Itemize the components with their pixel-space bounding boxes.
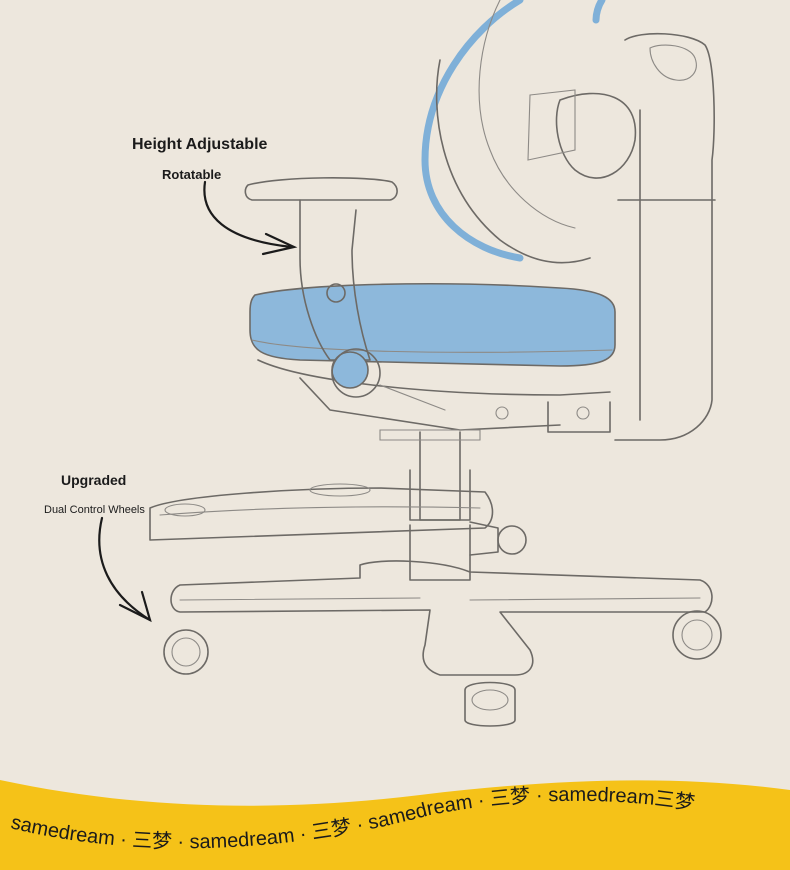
armrest-title: Height Adjustable [132,136,268,153]
seat-cushion [249,283,616,367]
back-support-column [614,32,715,441]
armrest-subtitle: Rotatable [162,167,222,182]
footrest-ring [149,487,494,541]
armrest-top [244,177,398,201]
wheels-arrow [98,516,152,622]
backrest-blue-frame [421,0,524,262]
wheels-title: Upgraded [61,472,127,488]
wheels-subtitle: Dual Control Wheels [44,504,145,516]
backrest-blue-frame-right [592,0,606,24]
lumbar-pad [555,92,637,179]
caster-front-center [464,681,516,727]
star-base [170,560,713,676]
brand-banner [0,780,790,870]
caster-front-left [163,629,209,675]
caster-right [672,610,722,660]
armrest-arrow [203,180,294,249]
control-wheel [497,525,527,555]
backrest-outline [435,59,591,264]
